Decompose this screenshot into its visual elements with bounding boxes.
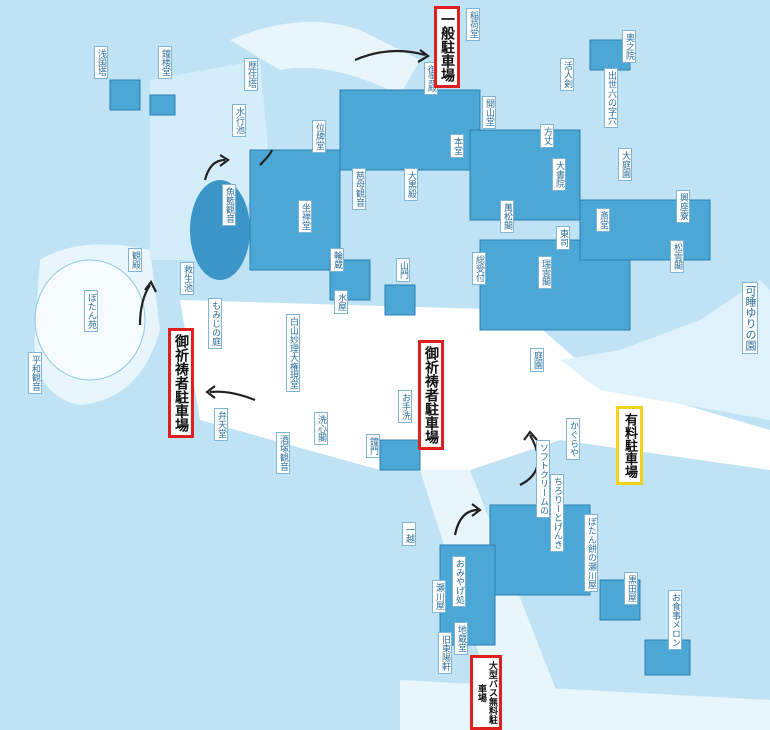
label-okunoin: 奥之院: [622, 30, 636, 63]
label-omiyage: おみやげ処: [452, 556, 466, 607]
label-kurodaya: 黒田屋: [624, 572, 638, 605]
parking-worshipper-left[interactable]: 御祈祷者駐車場: [168, 328, 194, 438]
label-teien: 庭園: [530, 348, 544, 372]
hondou-building: [339, 89, 481, 171]
label-mizuya: 水屋: [334, 290, 348, 314]
label-daishoin: 大書院: [552, 158, 566, 191]
label-momiji: もみじの庭: [208, 298, 222, 349]
zazendo-building: [249, 149, 341, 271]
parking-paid[interactable]: 有料駐車場: [616, 406, 643, 485]
label-hakusan: 白山妙理大権現堂: [286, 314, 300, 392]
arrow-head-left-lot: [205, 385, 216, 399]
label-kyuhigashi: 旧東陽軒: [438, 632, 452, 674]
shoro-building: [149, 94, 176, 116]
shomon-gate: [379, 439, 421, 471]
label-ihaido: 位牌堂: [312, 120, 326, 153]
sanmon-gate: [384, 284, 416, 316]
label-inaridou: 稲荷堂: [466, 8, 480, 41]
arrow-head-south-1: [471, 503, 482, 517]
shop-row-east: [489, 504, 591, 596]
arrow-west-2: [259, 149, 274, 166]
kyusei-pond: [190, 180, 250, 280]
label-hojo: 方丈: [540, 124, 554, 148]
label-softcream: ソフトクリームの: [536, 440, 550, 518]
label-hondou: 本堂: [450, 134, 464, 158]
label-shoroudo: 鐘楼堂: [158, 46, 172, 79]
label-asakunito: 浅国塔: [94, 46, 108, 79]
label-gyoranzo: 魚籃観音: [222, 184, 236, 226]
label-chiroten: ちろりーとげんき: [550, 474, 564, 552]
label-segawaya1: ぼたん餅の瀬川屋: [584, 514, 598, 592]
parking-general[interactable]: 一般駐車場: [434, 6, 460, 88]
label-ichijou: 一越: [402, 522, 416, 546]
melon-building: [644, 639, 691, 676]
label-shoumon: 鐘門: [366, 434, 380, 458]
arrow-to-general: [354, 49, 426, 62]
north-road: [230, 22, 420, 95]
label-katsuninken: 活人剣: [560, 58, 574, 91]
label-banshokaku: 萬松閣: [500, 200, 514, 233]
arrow-head-west-1: [219, 154, 230, 167]
label-suigyouike: 水行池: [232, 104, 246, 137]
arrow-left-up: [138, 284, 151, 326]
label-kaisandou: 開山堂: [482, 96, 496, 129]
arrow-head-general: [417, 49, 430, 63]
arrow-head-paid: [523, 430, 538, 441]
parking-bus[interactable]: 大型バス無料駐車場: [470, 655, 502, 730]
label-shoundou: 松雲閣: [670, 240, 684, 273]
label-botanen: ぼたん苑: [84, 290, 98, 332]
label-rekidaito: 歴住塔: [244, 58, 258, 91]
label-kyuseike: 救生池: [180, 262, 194, 295]
arrow-west-1: [203, 158, 226, 181]
label-jibokannon: 慈母観音: [352, 168, 366, 210]
label-daitei: 大庭園: [618, 148, 632, 181]
asakuni-tower: [109, 79, 141, 111]
label-sakazuka: 酒塚観音: [276, 432, 290, 474]
label-segawaya2: 瀬川屋: [432, 580, 446, 613]
label-kayanuki: 可睡ゆりの園: [742, 282, 758, 354]
label-senshindou: 洗心閣: [314, 412, 328, 445]
label-jizoudou: 地蔵堂: [454, 622, 468, 655]
arrow-to-left-lot: [209, 390, 256, 402]
parking-worshipper-center[interactable]: 御祈祷者駐車場: [418, 340, 444, 450]
label-shusse: 出世六の字穴: [604, 68, 618, 128]
label-otemizu: お手洗: [398, 390, 412, 423]
label-sanmon: 山門: [396, 258, 410, 282]
label-zazendo: 坐禅堂: [298, 200, 312, 233]
south-lot: [400, 680, 770, 730]
label-heiwakannon: 平和観音: [28, 352, 42, 394]
label-saido: 斎堂: [596, 208, 610, 232]
label-rinzo: 輪蔵: [330, 248, 344, 272]
label-zuiunkaku: 瑞雲閣: [538, 256, 552, 289]
label-benten: 弁天堂: [214, 408, 228, 441]
label-melon: お食事メロン: [668, 590, 682, 650]
label-kougakusha: 興座寮: [676, 190, 690, 223]
east-field: [560, 280, 770, 420]
label-uketsuke: 総受付: [472, 252, 486, 285]
label-daikokuden: 大黒殿: [404, 168, 418, 201]
arrow-south-1: [453, 508, 479, 536]
label-kaguraya: かぐらや: [566, 418, 580, 460]
arrow-head-left-up: [144, 279, 157, 293]
label-kuyouden: 観殿: [128, 248, 142, 272]
label-tosu: 東司: [556, 226, 570, 250]
